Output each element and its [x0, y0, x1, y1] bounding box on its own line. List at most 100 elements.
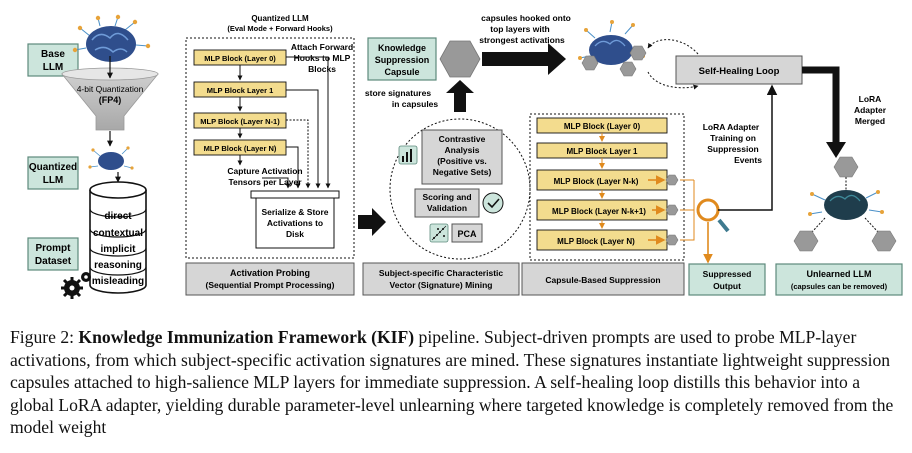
- attach-hooks-3: Blocks: [308, 64, 336, 74]
- probe-block-1-label: MLP Block Layer 1: [207, 86, 274, 95]
- supp-block-0: MLP Block (Layer 0): [536, 117, 668, 134]
- scoring-line2: Validation: [427, 203, 467, 213]
- stage1-label: Activation Probing (Sequential Prompt Pr…: [185, 262, 355, 296]
- capture-label-1: Capture Activation: [227, 166, 302, 176]
- caption-prefix: Figure 2:: [10, 327, 79, 347]
- suppressed-output-box: Suppressed Output: [688, 263, 766, 296]
- unlearned-llm-graphic: [793, 156, 897, 252]
- suppression-dashed-frame: [529, 113, 685, 261]
- ksc-line2: Suppression: [375, 55, 430, 65]
- scoring-box: Scoring and Validation: [414, 188, 480, 218]
- base-llm-line1: Base: [41, 49, 65, 60]
- prompt-misleading: misleading: [92, 276, 144, 287]
- probe-block-n-label: MLP Block (Layer N): [204, 144, 277, 153]
- supp-block-0-label: MLP Block (Layer 0): [564, 122, 641, 131]
- lora-training-4: Events: [734, 155, 762, 165]
- supp-block-n-label: MLP Block (Layer N): [557, 237, 635, 246]
- quantization-label-2: (FP4): [99, 95, 122, 105]
- attach-hooks-2: Hooks to MLP: [294, 53, 351, 63]
- self-healing-label: Self-Healing Loop: [699, 66, 780, 77]
- base-llm-box: Base LLM: [27, 43, 79, 77]
- store-signatures-2: in capsules: [392, 99, 439, 109]
- stage1-line2: (Sequential Prompt Processing): [206, 280, 335, 290]
- lora-training-3: Suppression: [707, 144, 758, 154]
- serialize-line1: Serialize & Store: [261, 207, 328, 217]
- kif-pipeline-diagram: Base LLM 4-bit Quantization (FP4) Quanti…: [27, 13, 903, 299]
- serialize-store-box: Serialize & Store Activations to Disk: [250, 190, 340, 249]
- prompt-direct: direct: [104, 211, 132, 222]
- lora-merged-3: Merged: [855, 116, 885, 126]
- probe-block-0-label: MLP Block (Layer 0): [204, 54, 276, 63]
- capsule-hexagon: [439, 40, 481, 78]
- lora-merged-2: Adapter: [854, 105, 887, 115]
- store-signatures-1: store signatures: [365, 88, 431, 98]
- supp-block-1: MLP Block Layer 1: [536, 142, 668, 159]
- supp-block-n-minus-k-plus-1: MLP Block (Layer N-k+1): [536, 199, 668, 221]
- capsule-to-model-arrow: [482, 43, 566, 75]
- supp-block-n-minus-k: MLP Block (Layer N-k): [536, 169, 668, 191]
- quantized-llm-line2: LLM: [43, 175, 64, 186]
- quantized-llm-subtitle: (Eval Mode + Forward Hooks): [227, 24, 333, 33]
- capsules-hooked-3: strongest activations: [479, 35, 565, 45]
- serialize-line2: Activations to: [267, 218, 323, 228]
- unlearned-llm-box: Unlearned LLM (capsules can be removed): [775, 263, 903, 296]
- pca-label: PCA: [457, 229, 477, 239]
- prompt-database-cylinder: direct contextual implicit reasoning mis…: [89, 181, 147, 294]
- mining-to-capsule-arrow: [446, 80, 474, 112]
- stage2-line1: Subject-specific Characteristic: [379, 268, 504, 278]
- supp-block-n: MLP Block (Layer N): [536, 229, 668, 251]
- probe-block-0: MLP Block (Layer 0): [193, 49, 287, 66]
- self-healing-dashed-arrows: [647, 39, 699, 90]
- supp-block-flow-arrows: [599, 133, 695, 245]
- probe-block-1: MLP Block Layer 1: [193, 81, 287, 98]
- caption-bold: Knowledge Immunization Framework (KIF): [78, 327, 415, 347]
- stage1-line1: Activation Probing: [230, 268, 310, 278]
- prompt-reasoning: reasoning: [94, 260, 142, 271]
- stage1-to-stage2-arrow: [358, 208, 386, 236]
- suppressed-output-line1: Suppressed: [703, 269, 752, 279]
- capsules-hooked-1: capsules hooked onto: [481, 13, 571, 23]
- unlearned-line1: Unlearned LLM: [806, 269, 871, 279]
- supp-block-n-minus-k-label: MLP Block (Layer N-k): [554, 177, 639, 186]
- stage2-label: Subject-specific Characteristic Vector (…: [362, 262, 520, 296]
- contrastive-line1: Contrastive: [439, 134, 486, 144]
- contrastive-line3: (Positive vs.: [437, 156, 487, 166]
- model-brain-with-capsules-icon: [578, 20, 647, 77]
- capsules-hooked-2: top layers with: [490, 24, 550, 34]
- magnifier-icon: [696, 198, 730, 233]
- quantized-brain-icon: [88, 146, 134, 170]
- contrastive-line2: Analysis: [445, 145, 480, 155]
- lora-merge-path: [802, 66, 840, 148]
- lora-merge-arrowhead: [826, 142, 846, 158]
- self-healing-loop-box: Self-Healing Loop: [675, 55, 803, 85]
- unlearned-line2: (capsules can be removed): [791, 282, 888, 291]
- probe-block-n-minus-1-label: MLP Block (Layer N-1): [200, 117, 280, 126]
- stage3-text: Capsule-Based Suppression: [545, 275, 660, 285]
- scoring-line1: Scoring and: [422, 192, 471, 202]
- caption-rest: pipeline. Subject-driven prompts are use…: [10, 327, 894, 437]
- contrastive-box: Contrastive Analysis (Positive vs. Negat…: [421, 129, 503, 185]
- pca-box: PCA: [451, 223, 483, 243]
- lora-training-1: LoRA Adapter: [703, 122, 760, 132]
- base-llm-line2: LLM: [43, 62, 64, 73]
- prompt-dataset-box: Prompt Dataset: [27, 237, 79, 271]
- quantized-llm-title: Quantized LLM: [251, 14, 309, 23]
- suppressed-output-line2: Output: [713, 281, 741, 291]
- probe-block-n: MLP Block (Layer N): [193, 139, 287, 156]
- contrastive-chart-icon: [398, 145, 418, 165]
- lora-training-arrow: [718, 84, 778, 211]
- capture-label-2: Tensors per Layer: [228, 177, 302, 187]
- gears-icon: [61, 272, 91, 299]
- figure-caption: Figure 2: Knowledge Immunization Framewo…: [10, 326, 905, 439]
- supp-block-n-minus-k-plus-1-label: MLP Block (Layer N-k+1): [552, 207, 646, 216]
- quantized-llm-line1: Quantized: [29, 162, 77, 173]
- supp-block-1-label: MLP Block Layer 1: [567, 147, 639, 156]
- stage3-label: Capsule-Based Suppression: [521, 262, 685, 296]
- lora-merged-1: LoRA: [859, 94, 882, 104]
- probe-block-n-minus-1: MLP Block (Layer N-1): [193, 112, 287, 129]
- prompt-implicit: implicit: [100, 244, 136, 255]
- prompt-dataset-line1: Prompt: [36, 243, 72, 254]
- attached-capsules: [665, 174, 679, 246]
- attach-hooks-1: Attach Forward: [291, 42, 353, 52]
- lora-training-2: Training on: [710, 133, 756, 143]
